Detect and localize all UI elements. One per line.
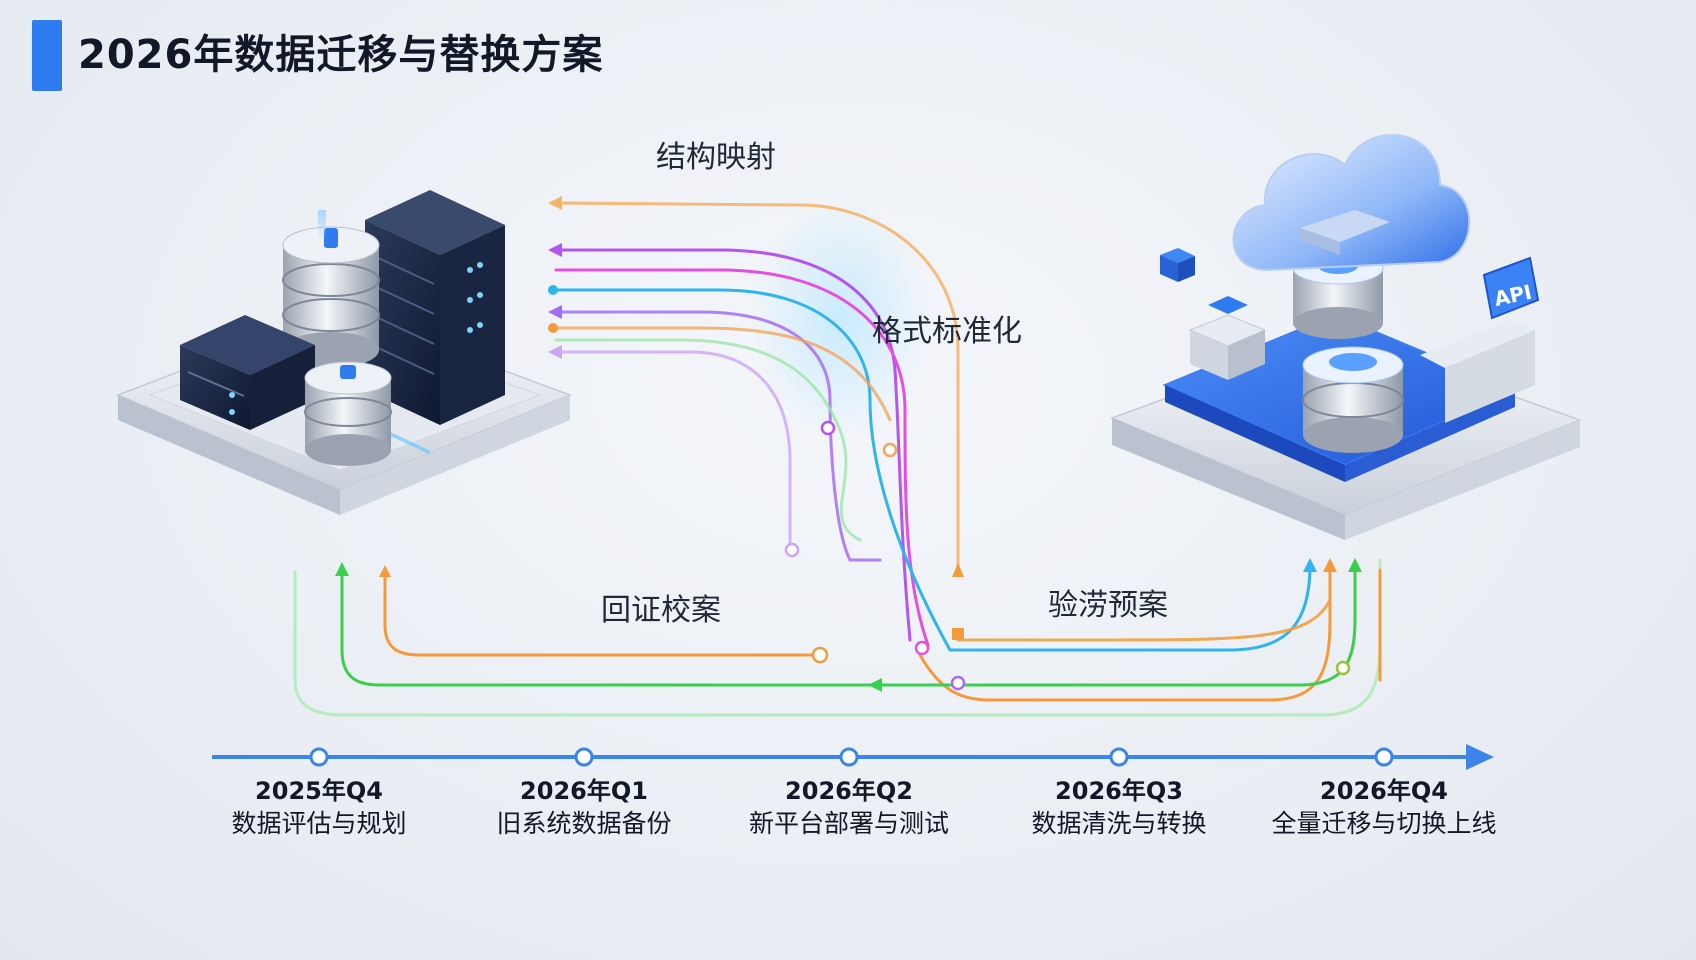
timeline-dot [1109, 747, 1129, 767]
milestone-2026-q3: 2026年Q3 数据清洗与转换 [989, 775, 1249, 841]
milestone-task: 数据评估与规划 [231, 809, 407, 838]
milestone-task: 旧系统数据备份 [496, 809, 672, 838]
flow-line-verification [383, 570, 822, 657]
label-contingency: 验涝预案 [1048, 588, 1168, 623]
milestone-period: 2026年Q2 [785, 777, 913, 805]
flow-line-light-green [554, 338, 862, 542]
cloud-platform-icon: API [1109, 134, 1583, 540]
label-format-standardization: 格式标准化 [872, 314, 1022, 349]
timeline-dot [574, 747, 594, 767]
flow-line-green [340, 570, 862, 687]
flow-nodes [784, 420, 1351, 691]
legacy-server-stack-icon [116, 190, 573, 515]
timeline-dot [1374, 747, 1394, 767]
timeline-dot [839, 747, 859, 767]
milestone-task: 数据清洗与转换 [1031, 809, 1207, 838]
timeline-dot [309, 747, 329, 767]
milestone-period: 2026年Q4 [1320, 777, 1448, 805]
label-structure-mapping: 结构映射 [656, 140, 776, 175]
page-title: 2026年数据迁移与替换方案 [78, 32, 604, 78]
label-verification: 回证校案 [601, 593, 721, 628]
milestone-task: 全量迁移与切换上线 [1271, 809, 1497, 838]
flow-line-cyan [554, 288, 1312, 652]
milestone-2026-q2: 2026年Q2 新平台部署与测试 [719, 775, 979, 841]
flow-line-light-green-outer [293, 558, 1382, 717]
flow-line-green-right [858, 563, 1357, 687]
timeline-arrow-icon [1466, 744, 1494, 770]
milestone-2026-q1: 2026年Q1 旧系统数据备份 [454, 775, 714, 841]
flow-line-contingency [918, 563, 1332, 702]
flow-line-purple [554, 248, 912, 642]
milestone-period: 2026年Q1 [520, 777, 648, 805]
milestone-period: 2026年Q3 [1055, 777, 1183, 805]
title-accent-bar [32, 20, 62, 91]
timeline-dots [309, 747, 1394, 767]
milestone-task: 新平台部署与测试 [748, 809, 949, 838]
flow-line-structure-mapping [554, 201, 960, 572]
milestone-2026-q4: 2026年Q4 全量迁移与切换上线 [1254, 775, 1514, 841]
flow-arrowheads [335, 196, 1362, 692]
milestone-2025-q4: 2025年Q4 数据评估与规划 [189, 775, 449, 841]
flow-line-light-purple [554, 350, 792, 557]
milestone-period: 2025年Q4 [255, 777, 383, 805]
flow-line-orange-inner [554, 326, 892, 422]
flow-line-purple-2 [554, 310, 882, 562]
